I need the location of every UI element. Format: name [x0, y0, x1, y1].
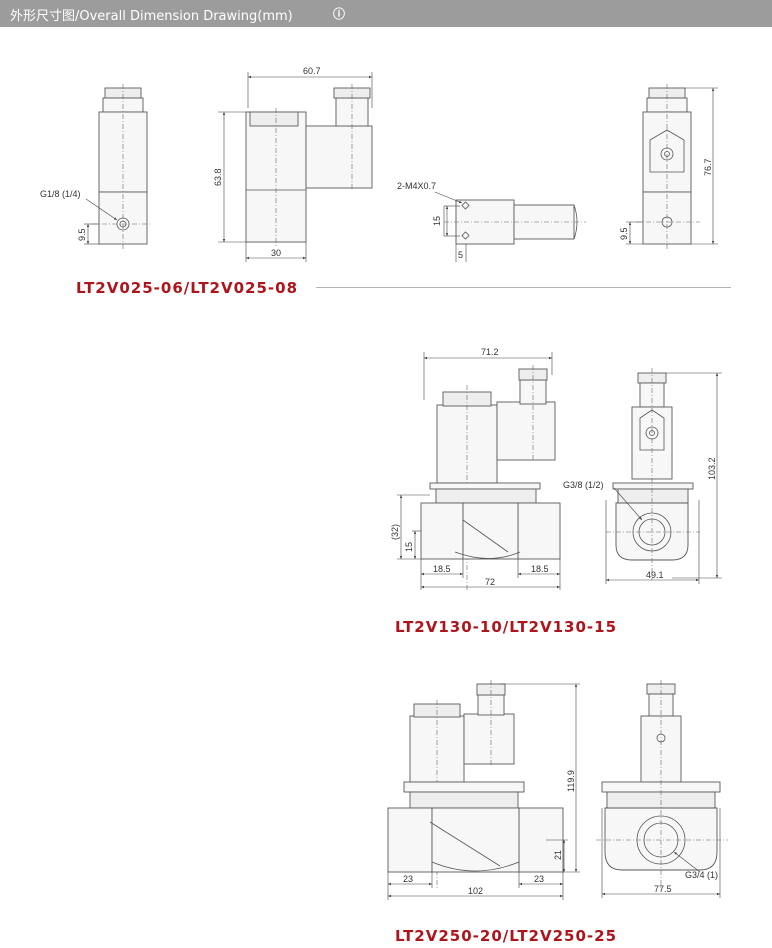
page-header: 外形尺寸图/Overall Dimension Drawing(mm) ⓘ [0, 0, 772, 27]
drawing-lt2v250-front [387, 680, 580, 900]
dim-d1-height: 63.8 [213, 168, 223, 186]
dim-d3-port-center: 21 [553, 850, 563, 860]
dim-d3-right-flange: 23 [534, 874, 544, 884]
drawing-lt2v025-front [84, 84, 152, 250]
dim-d3-side-width: 77.5 [654, 884, 672, 894]
dim-d3-left-flange: 23 [403, 874, 413, 884]
dim-d2-length: 72 [485, 577, 495, 587]
dim-d1-screw-offset: 5 [458, 250, 463, 260]
drawing-lt2v130-side [605, 368, 722, 584]
model-label-1: LT2V025-06/LT2V025-08 [76, 279, 299, 297]
dim-d2-body-height: (32) [390, 524, 400, 540]
dim-d1-port-height: 9.5 [77, 228, 87, 241]
dim-d2-left-flange: 18.5 [433, 564, 451, 574]
dim-d1-base: 30 [271, 248, 281, 258]
model-label-2: LT2V130-10/LT2V130-15 [395, 618, 618, 636]
dim-d1-width: 60.7 [303, 66, 321, 76]
dim-d3-port: G3/4 (1) [685, 870, 718, 880]
dim-d1-side-port-height: 9.5 [619, 227, 629, 240]
info-icon[interactable]: ⓘ [333, 7, 346, 21]
divider-line [316, 287, 731, 288]
dim-d2-right-flange: 18.5 [531, 564, 549, 574]
dim-d1-screw-pitch: 15 [432, 216, 442, 226]
dim-d3-length: 102 [468, 886, 483, 896]
drawing-lt2v025-side [218, 72, 373, 262]
drawing-lt2v025-rear [626, 84, 718, 250]
dim-d2-port: G3/8 (1/2) [563, 480, 604, 490]
page-title: 外形尺寸图/Overall Dimension Drawing(mm) [10, 9, 293, 24]
dim-d1-port: G1/8 (1/4) [40, 189, 81, 199]
dim-d2-port-center: 15 [404, 542, 414, 552]
dim-d2-width: 71.2 [481, 347, 499, 357]
dim-d3-height: 119.9 [566, 770, 576, 792]
drawing-lt2v025-bottom [434, 191, 586, 262]
model-label-3: LT2V250-20/LT2V250-25 [395, 927, 618, 945]
dim-d1-side-height: 76.7 [703, 158, 713, 176]
drawing-lt2v250-side [596, 680, 728, 898]
dim-d2-height: 103.2 [707, 457, 717, 480]
dim-d2-side-width: 49.1 [646, 570, 664, 580]
drawing-lt2v130-front [397, 352, 561, 590]
dim-d1-screw: 2-M4X0.7 [397, 181, 436, 191]
